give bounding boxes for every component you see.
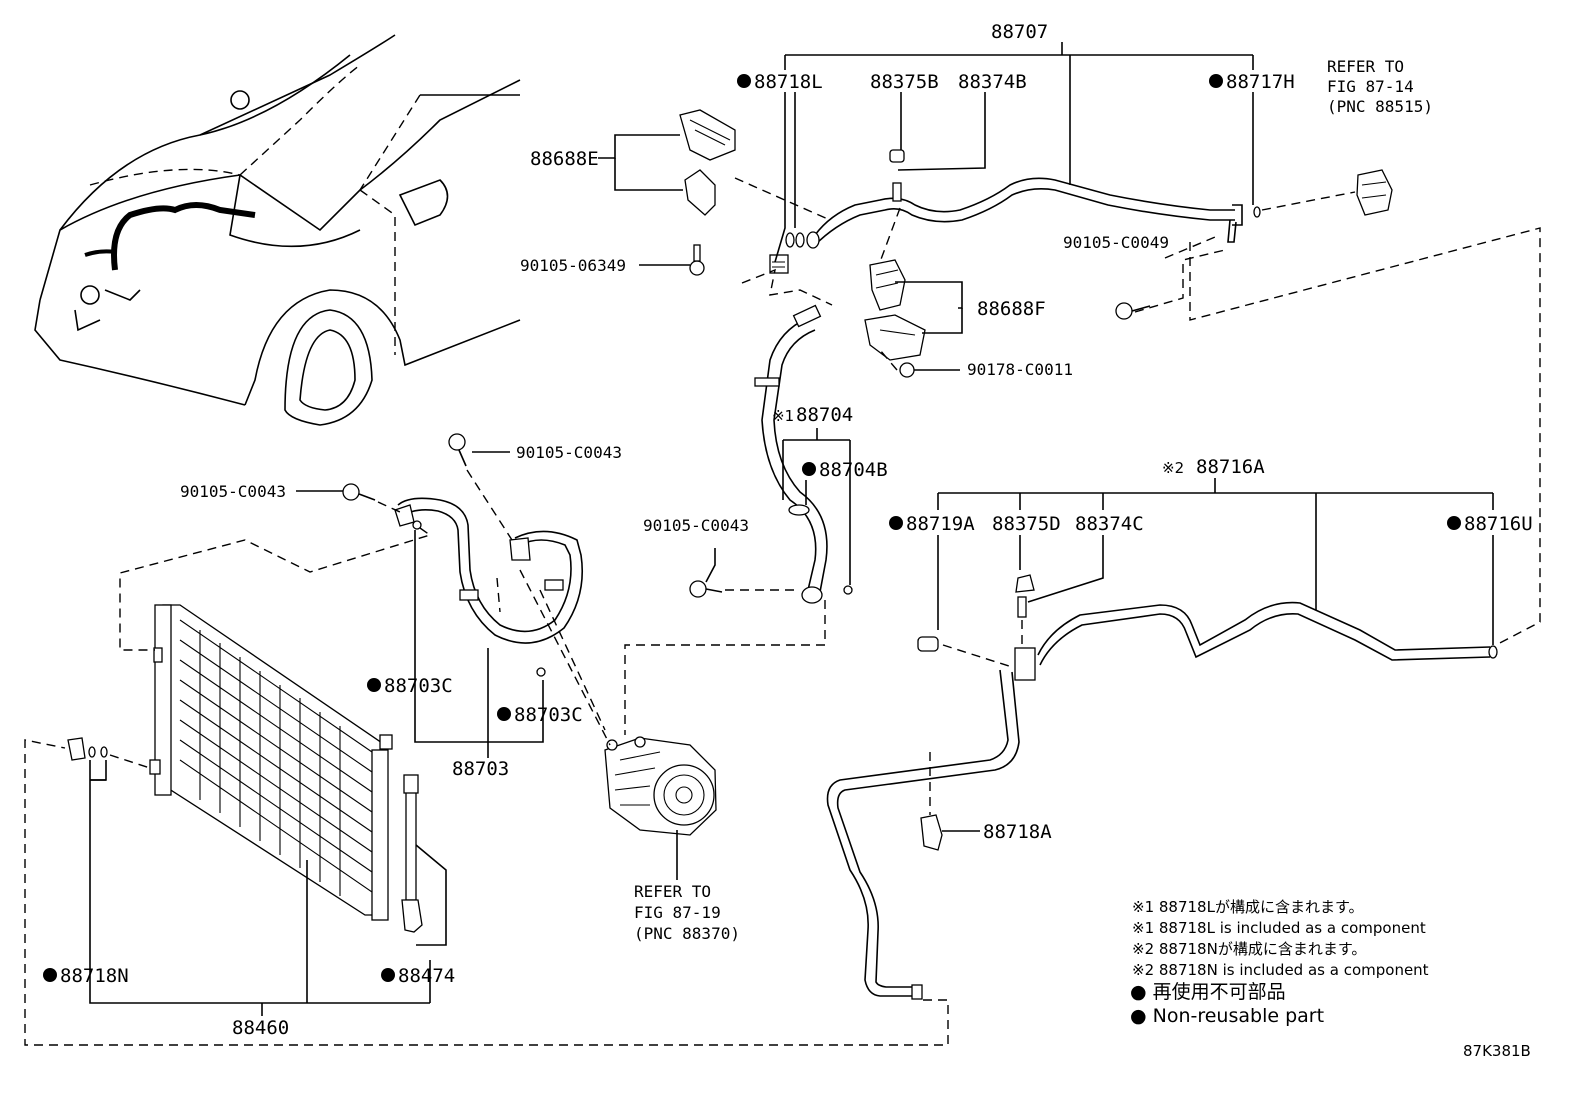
bolt-90105-C0049 <box>1115 302 1151 320</box>
liquid-pipe-88716A <box>826 574 1498 1000</box>
bracket-88688E <box>679 109 736 276</box>
callout-88374C: 88374C <box>1075 513 1144 535</box>
diagram-id: 87K381B <box>1463 1042 1531 1060</box>
callout-88718A: 88718A <box>983 821 1052 843</box>
refer-compressor-line2: FIG 87-19 <box>634 903 721 922</box>
refer-label-line3: (PNC 88515) <box>1327 97 1433 116</box>
callout-88474: 88474 <box>398 965 455 987</box>
callout-88688F: 88688F <box>977 298 1046 320</box>
callout-90105-C0043-b: 90105-C0043 <box>516 443 622 462</box>
callout-88703C-a: 88703C <box>384 675 453 697</box>
note-2-jp: ※2 88718Nが構成に含まれます。 <box>1132 940 1366 958</box>
callout-88703C-b: 88703C <box>514 704 583 726</box>
callout-88704B: 88704B <box>819 459 888 481</box>
refer-label-line2: FIG 87-14 <box>1327 77 1414 96</box>
callout-88716U: 88716U <box>1464 513 1533 535</box>
bracket-88688F <box>864 259 926 378</box>
callout-88718N: 88718N <box>60 965 129 987</box>
fitting-88718N <box>67 737 108 761</box>
vehicle-outline <box>34 34 521 426</box>
bolt-90105-C0043-b <box>448 433 467 467</box>
legend-notes: ※1 88718Lが構成に含まれます。 ※1 88718L is include… <box>1130 898 1429 1027</box>
callout-labels: 88707 88718L 88375B 88374B 88717H REFER … <box>60 21 1533 1039</box>
suction-pipe-88707 <box>769 149 1261 274</box>
refer-label-line1: REFER TO <box>1327 57 1404 76</box>
callout-90105-C0043-a: 90105-C0043 <box>180 482 286 501</box>
callout-88688E: 88688E <box>530 148 599 170</box>
bolt-90105-C0043-a <box>342 483 376 501</box>
callout-88717H: 88717H <box>1226 71 1295 93</box>
note-1-en: ※1 88718L is included as a component <box>1132 919 1426 937</box>
note-3-en: ● Non-reusable part <box>1130 1005 1324 1027</box>
callout-88704-mark: ※1 <box>772 407 794 425</box>
callout-88718L: 88718L <box>754 71 823 93</box>
callout-88460: 88460 <box>232 1017 289 1039</box>
callout-88375D: 88375D <box>992 513 1061 535</box>
callout-88374B: 88374B <box>958 71 1027 93</box>
condenser-88460 <box>149 604 393 921</box>
callout-88719A: 88719A <box>906 513 975 535</box>
callout-88707: 88707 <box>991 21 1048 43</box>
leader-lines <box>89 42 1494 1016</box>
note-3-jp: ● 再使用不可部品 <box>1130 981 1286 1003</box>
dashed-reference-lines <box>24 177 1541 1046</box>
callout-88716A: 88716A <box>1196 456 1265 478</box>
refer-compressor-line3: (PNC 88370) <box>634 924 740 943</box>
callout-88703: 88703 <box>452 758 509 780</box>
note-2-en: ※2 88718N is included as a component <box>1132 961 1429 979</box>
callout-90178-C0011: 90178-C0011 <box>967 360 1073 379</box>
hose-88703 <box>394 497 584 677</box>
callout-88716A-mark: ※2 <box>1162 459 1184 477</box>
refer-clip-88515 <box>1356 169 1393 216</box>
bolt-90105-C0043-c <box>689 580 723 598</box>
callout-90105-06349: 90105-06349 <box>520 256 626 275</box>
callout-90105-C0049: 90105-C0049 <box>1063 233 1169 252</box>
callout-90105-C0043-c: 90105-C0043 <box>643 516 749 535</box>
refer-compressor-line1: REFER TO <box>634 882 711 901</box>
callout-88375B: 88375B <box>870 71 939 93</box>
non-reusable-markers <box>43 74 1461 982</box>
receiver-88474 <box>401 774 423 933</box>
note-1-jp: ※1 88718Lが構成に含まれます。 <box>1132 898 1363 916</box>
compressor <box>604 736 717 836</box>
discharge-hose-88704 <box>754 304 853 604</box>
callout-88704: 88704 <box>796 404 853 426</box>
